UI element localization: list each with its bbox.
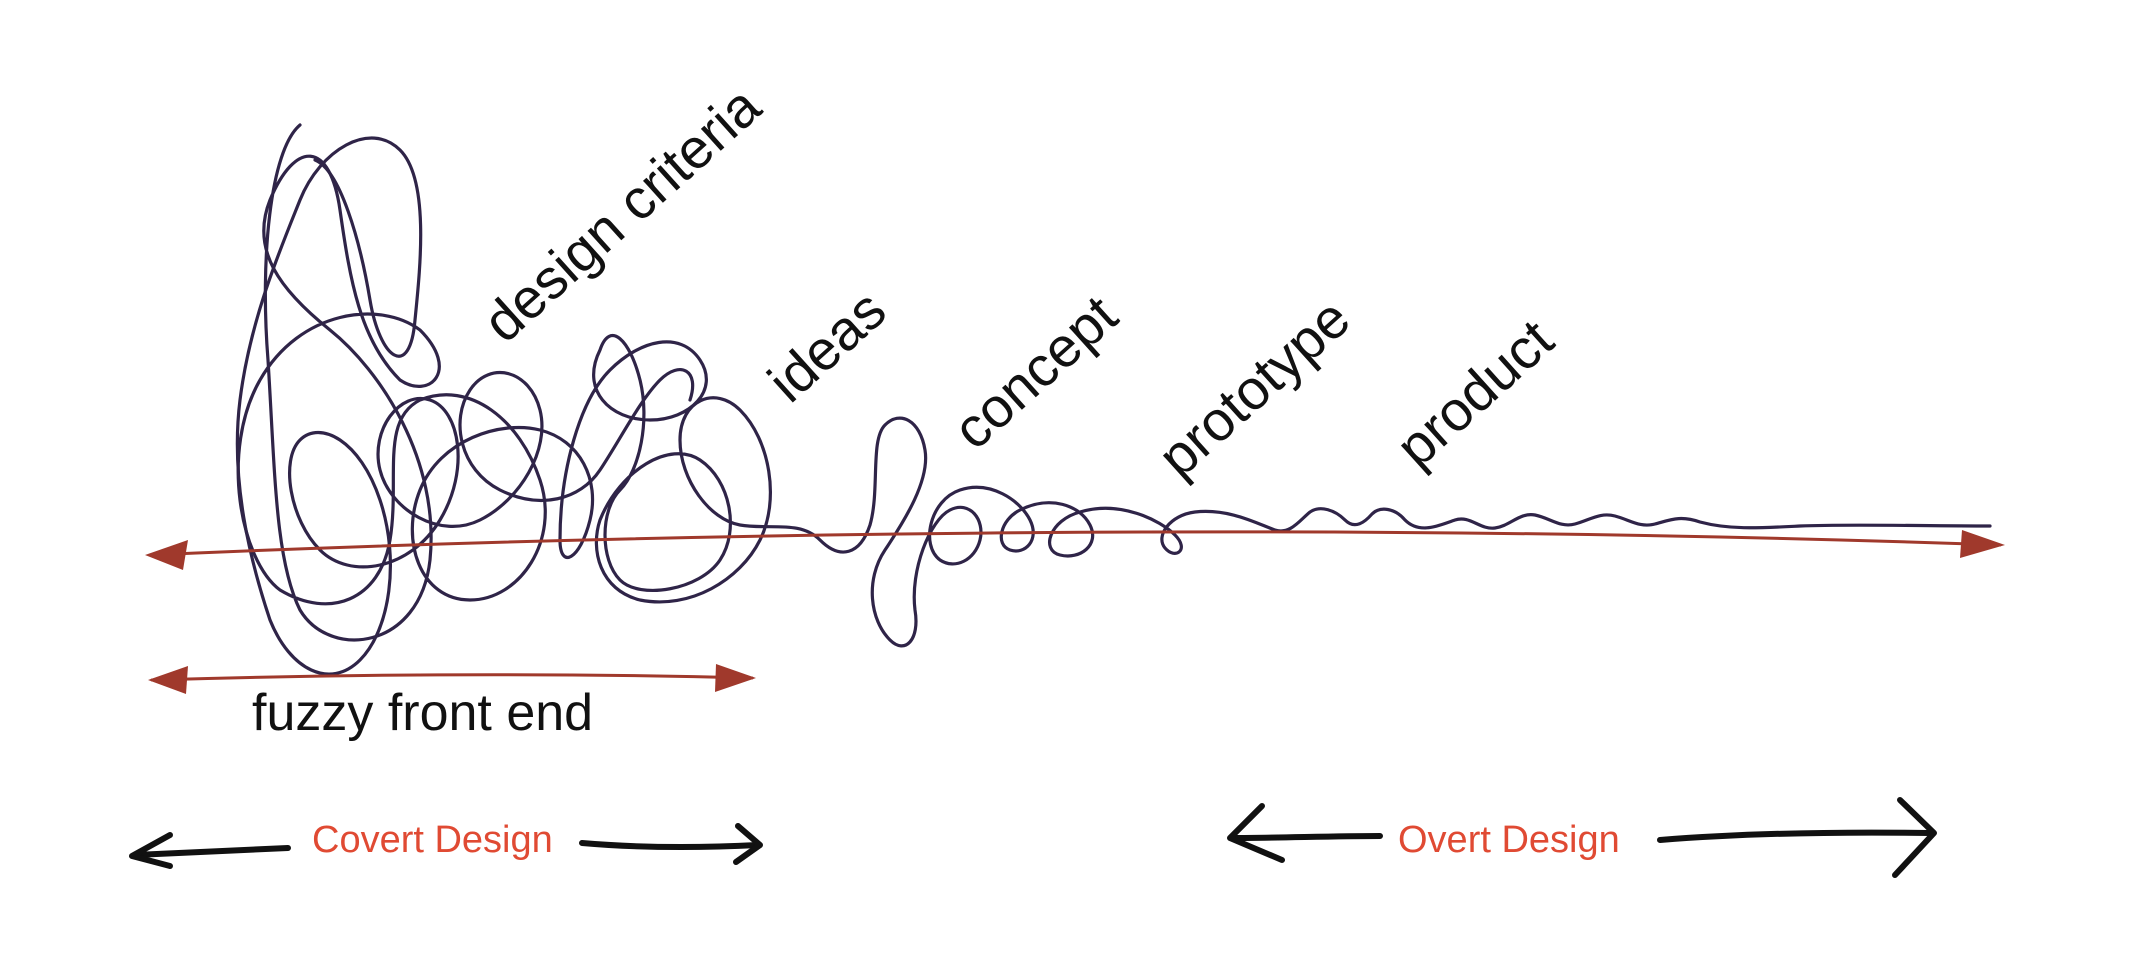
covert-design-label: Covert Design bbox=[312, 819, 553, 861]
overt-left-arrowhead bbox=[1227, 803, 1285, 863]
stage-label-design-criteria: design criteria bbox=[471, 73, 773, 354]
overt-design-range bbox=[1227, 797, 1937, 878]
fuzzy-right-arrowhead bbox=[715, 664, 756, 692]
stage-label-prototype: prototype bbox=[1146, 286, 1362, 489]
stage-label-concept: concept bbox=[941, 283, 1129, 461]
covert-right-arrow bbox=[579, 840, 761, 851]
stage-label-ideas: ideas bbox=[756, 278, 898, 414]
covert-design-range bbox=[129, 823, 763, 869]
design-squiggle bbox=[235, 123, 1992, 676]
overt-design-label: Overt Design bbox=[1398, 819, 1620, 861]
timeline-left-arrowhead bbox=[145, 540, 188, 570]
covert-left-arrowhead bbox=[129, 832, 173, 869]
overt-right-arrowhead bbox=[1892, 797, 1937, 878]
timeline-arrow bbox=[145, 530, 2005, 570]
fuzzy-left-arrowhead bbox=[148, 666, 188, 694]
covert-left-arrow bbox=[132, 845, 291, 858]
overt-left-arrow bbox=[1229, 833, 1383, 841]
timeline-right-arrowhead bbox=[1960, 530, 2005, 558]
stage-label-product: product bbox=[1384, 307, 1565, 479]
fuzzy-front-end-label: fuzzy front end bbox=[252, 684, 593, 742]
overt-right-arrow bbox=[1657, 829, 1933, 843]
covert-right-arrowhead bbox=[733, 823, 763, 865]
fuzzy-front-end-arrow bbox=[148, 664, 756, 694]
